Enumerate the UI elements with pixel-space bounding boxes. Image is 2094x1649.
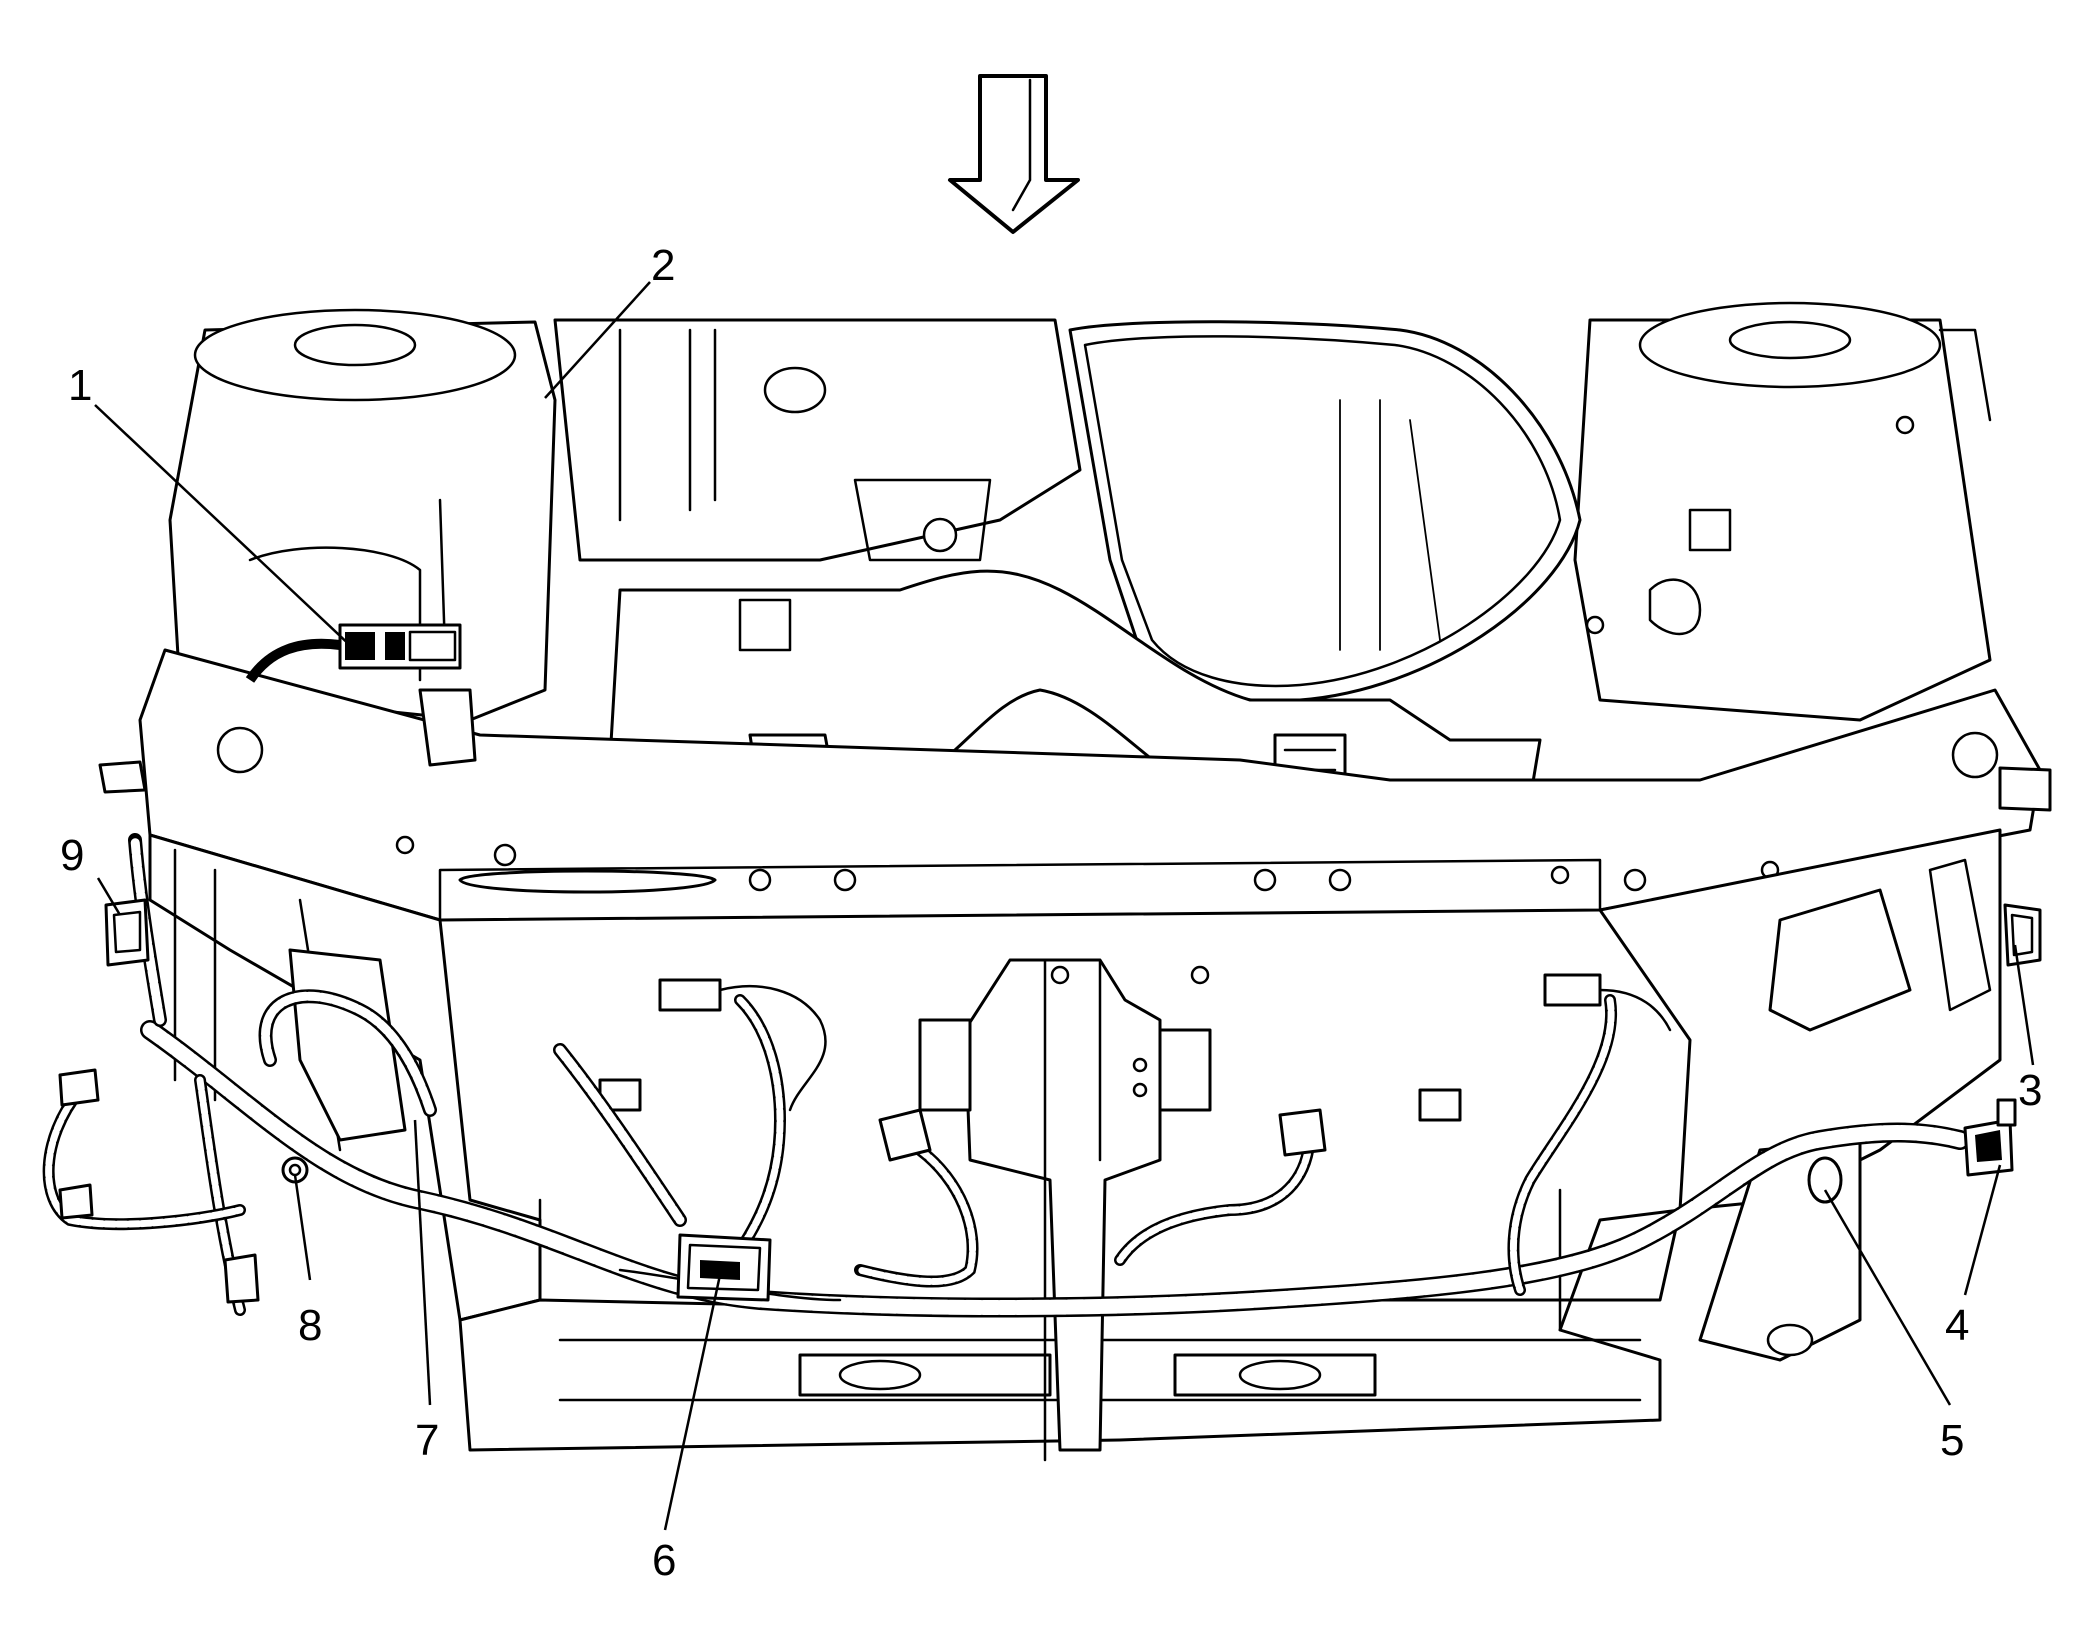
callout-leaders bbox=[94, 281, 2035, 1531]
connector-5 bbox=[1807, 1156, 1843, 1204]
callout-5: 5 bbox=[1940, 1416, 1964, 1465]
harness-connectors bbox=[58, 623, 2042, 1304]
callout-9: 9 bbox=[60, 831, 84, 880]
connector-3 bbox=[2003, 903, 2042, 967]
callout-2: 2 bbox=[651, 241, 675, 290]
connector-6 bbox=[676, 1233, 772, 1302]
engine-compartment bbox=[168, 301, 1992, 812]
callout-labels: 1 2 3 4 5 6 7 8 9 bbox=[60, 241, 2042, 1585]
callout-4: 4 bbox=[1945, 1301, 1969, 1350]
callout-7: 7 bbox=[415, 1416, 439, 1465]
connector-9 bbox=[104, 898, 150, 967]
callout-8: 8 bbox=[298, 1301, 322, 1350]
callout-1: 1 bbox=[68, 361, 92, 410]
connector-1 bbox=[245, 623, 477, 767]
arrow-down-icon bbox=[948, 74, 1080, 234]
callout-6: 6 bbox=[652, 1536, 676, 1585]
callout-3: 3 bbox=[2018, 1066, 2042, 1115]
connector-4 bbox=[1963, 1098, 2017, 1177]
